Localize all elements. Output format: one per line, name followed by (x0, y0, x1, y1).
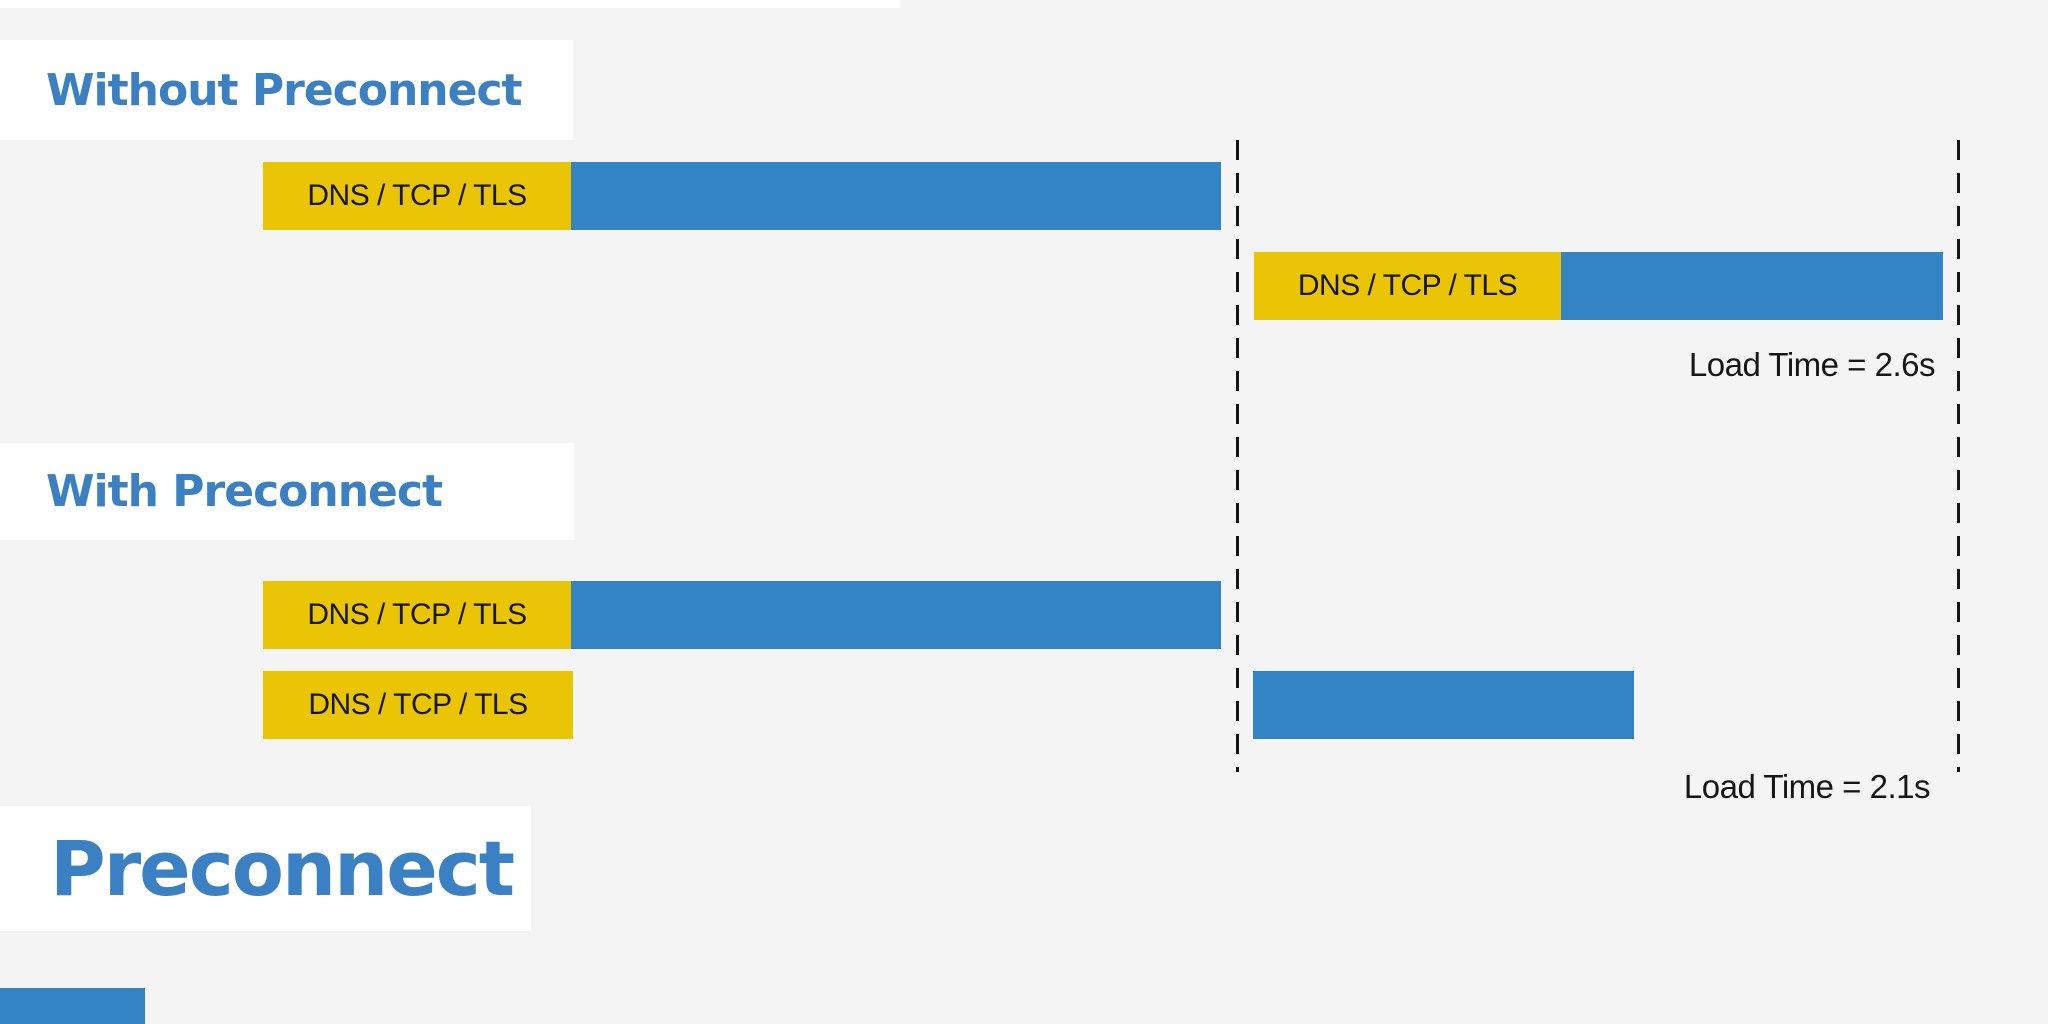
corner-decorative-square (0, 988, 145, 1024)
heading-with-preconnect: With Preconnect (0, 443, 574, 540)
bar-connection-phase: DNS / TCP / TLS (263, 581, 571, 649)
bar-request-phase (571, 581, 1221, 649)
bar-request-phase (1561, 252, 1943, 320)
dashed-line-load-end (1957, 140, 1960, 772)
bar-connection-phase: DNS / TCP / TLS (263, 162, 571, 230)
bar-connection-phase: DNS / TCP / TLS (1254, 252, 1561, 320)
load-time-label-without: Load Time = 2.6s (1688, 346, 1936, 383)
bar-request-phase (571, 162, 1221, 230)
bar-request-phase (1253, 671, 1634, 739)
dashed-line-request-start (1236, 140, 1239, 772)
heading-without-preconnect: Without Preconnect (0, 40, 573, 140)
page-title: Preconnect (0, 806, 531, 931)
bar-connection-phase: DNS / TCP / TLS (263, 671, 573, 739)
top-white-strip (0, 0, 900, 8)
load-time-label-with: Load Time = 2.1s (1683, 768, 1931, 805)
